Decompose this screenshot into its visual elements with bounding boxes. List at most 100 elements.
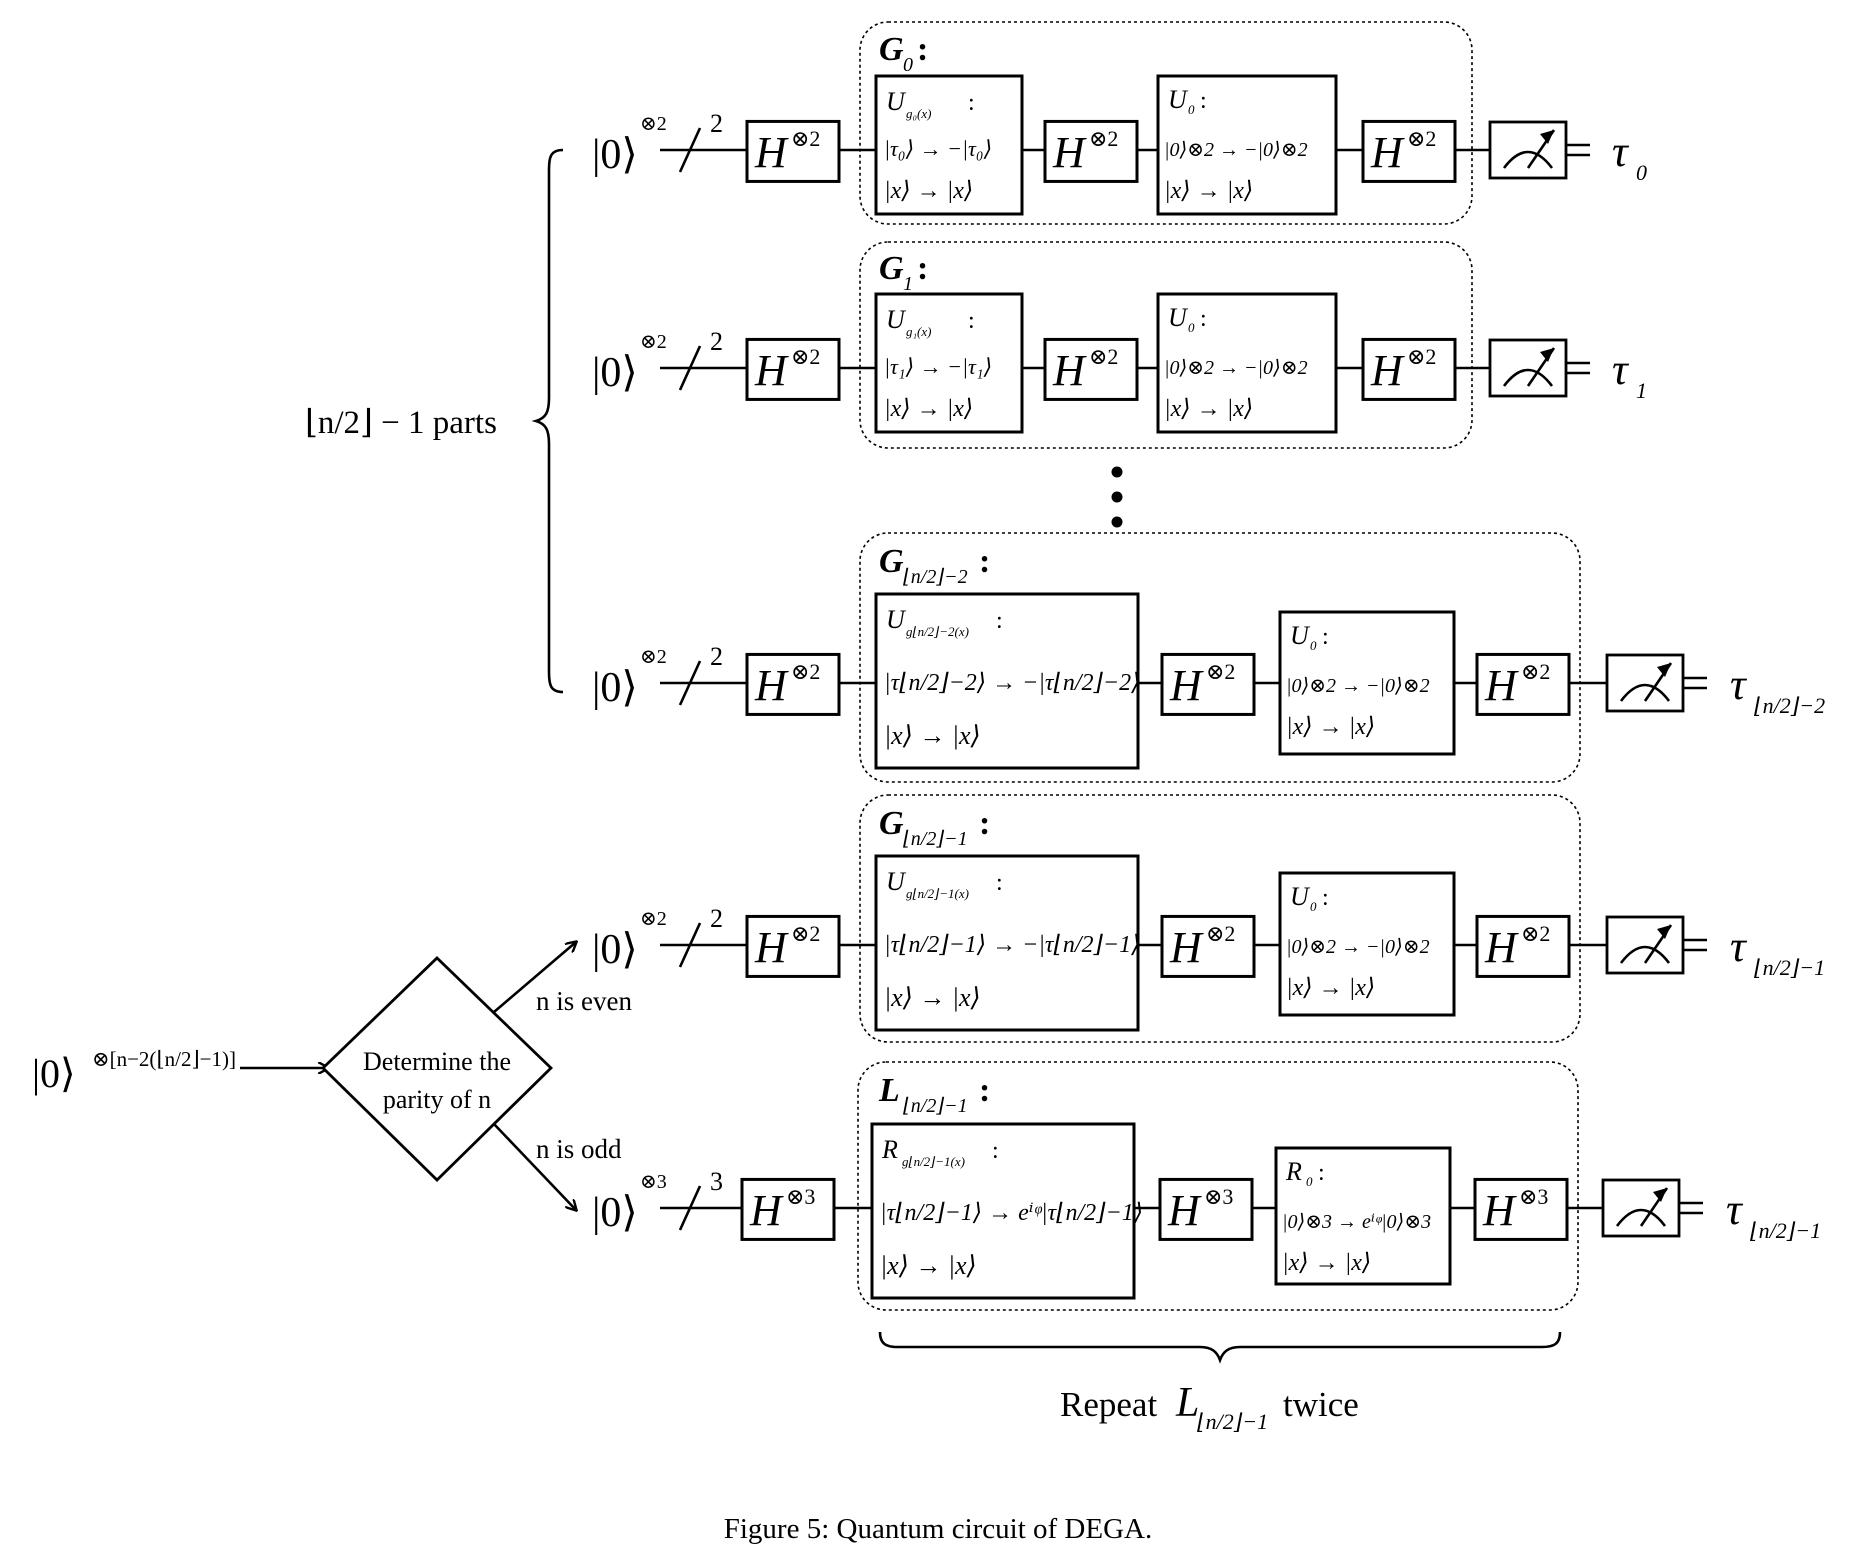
diffusion-box <box>1278 871 1456 1017</box>
hadamard-label: H <box>1052 346 1087 395</box>
oracle-symbol: U <box>886 87 907 116</box>
hadamard-label: H <box>754 661 789 710</box>
group-colon: : <box>979 543 990 580</box>
hadamard-label: H <box>749 1186 784 1235</box>
group-subscript: 0 <box>903 54 913 76</box>
oracle-colon: : <box>968 308 975 334</box>
gate-group-box <box>857 1061 1579 1311</box>
hadamard-label: H <box>754 923 789 972</box>
group-colon: : <box>917 31 928 68</box>
figure-caption: Figure 5: Quantum circuit of DEGA. <box>724 1513 1152 1545</box>
diffusion-subscript: 0 <box>1310 638 1317 653</box>
oracle-map-line1: |τ⌊n/2⌋−2⟩ → −|τ⌊n/2⌋−2⟩ <box>884 670 1140 696</box>
group-label: G <box>879 805 904 842</box>
oracle-colon: : <box>996 608 1003 634</box>
wire-bundle-slash <box>678 1185 702 1231</box>
hadamard-exponent: ⊗2 <box>1521 659 1550 684</box>
diffusion-map-line1: |0⟩⊗2 → −|0⟩⊗2 <box>1286 675 1430 697</box>
input-exponent: ⊗2 <box>640 113 667 135</box>
hadamard-exponent: ⊗2 <box>1521 921 1550 946</box>
oracle-subscript: g₁(x) <box>906 324 931 339</box>
hadamard-label: H <box>1370 128 1405 177</box>
parity-decision-line2: parity of n <box>383 1085 491 1114</box>
measurement-meter-icon <box>1488 120 1568 180</box>
diffusion-map-line2: |x⟩ → |x⟩ <box>1164 396 1253 422</box>
diffusion-box <box>1156 74 1338 216</box>
output-subscript: 0 <box>1636 160 1647 185</box>
input-exponent: ⊗2 <box>640 646 667 668</box>
oracle-map-line2: |x⟩ → |x⟩ <box>880 1251 977 1280</box>
input-ket: |0⟩ <box>592 1190 638 1236</box>
hadamard-label: H <box>1169 923 1204 972</box>
wire-bundle-slash <box>678 660 702 706</box>
input-ket: |0⟩ <box>592 132 638 178</box>
hadamard-gate-3 <box>1475 914 1571 978</box>
measurement-meter-icon <box>1601 1178 1681 1238</box>
diffusion-symbol: U <box>1290 882 1311 911</box>
diffusion-colon: : <box>1322 885 1329 911</box>
hadamard-exponent: ⊗2 <box>791 344 820 369</box>
hadamard-exponent: ⊗2 <box>791 921 820 946</box>
even-branch-label: n is even <box>536 986 632 1016</box>
output-subscript: 1 <box>1636 378 1647 403</box>
repeat-label: Repeat L ⌊n/2⌋−1 twice <box>1060 1380 1359 1434</box>
hadamard-gate-3 <box>1473 1177 1569 1241</box>
oracle-subscript: g⌊n/2⌋−1(x) <box>906 886 969 901</box>
oracle-colon: : <box>992 1138 999 1164</box>
oracle-map-line2: |x⟩ → |x⟩ <box>884 396 973 422</box>
diffusion-symbol: U <box>1168 303 1189 332</box>
output-tau: τ <box>1730 922 1748 971</box>
input-exponent: ⊗2 <box>640 908 667 930</box>
hadamard-label: H <box>754 128 789 177</box>
hadamard-label: H <box>754 346 789 395</box>
diffusion-map-line1: |0⟩⊗2 → −|0⟩⊗2 <box>1286 936 1430 958</box>
group-subscript: ⌊n/2⌋−2 <box>903 566 968 588</box>
parity-decision-line1: Determine the <box>363 1047 511 1076</box>
measurement-meter-icon <box>1488 338 1568 398</box>
diffusion-symbol: R <box>1285 1157 1302 1186</box>
svg-text:Repeat: Repeat <box>1060 1385 1157 1424</box>
gate-group-box <box>859 21 1473 225</box>
oracle-subscript: g⌊n/2⌋−2(x) <box>906 624 969 639</box>
oracle-symbol: U <box>886 605 907 634</box>
hadamard-exponent: ⊗3 <box>1519 1184 1548 1209</box>
oracle-map-line1: |τ⌊n/2⌋−1⟩ → −|τ⌊n/2⌋−1⟩ <box>884 932 1140 958</box>
hadamard-gate-3 <box>1361 337 1457 401</box>
input-exponent: ⊗3 <box>640 1171 667 1193</box>
gate-group-box <box>859 241 1473 449</box>
group-colon: : <box>979 1072 990 1109</box>
oracle-box <box>874 592 1140 770</box>
hadamard-gate-1 <box>745 652 841 716</box>
measurement-meter-icon <box>1605 915 1685 975</box>
oracle-symbol: R <box>881 1135 898 1164</box>
group-subscript: ⌊n/2⌋−1 <box>903 1095 968 1117</box>
hadamard-label: H <box>1167 1186 1202 1235</box>
rows-ellipsis <box>1111 466 1123 528</box>
hadamard-gate-3 <box>1475 652 1571 716</box>
oracle-map-line1: |τ₀⟩ → −|τ₀⟩ <box>884 136 992 161</box>
group-label: G <box>879 250 904 287</box>
diffusion-box <box>1274 1146 1452 1286</box>
group-label: G <box>879 543 904 580</box>
oracle-box <box>874 292 1024 434</box>
diffusion-map-line1: |0⟩⊗3 → eⁱᵠ|0⟩⊗3 <box>1282 1211 1431 1233</box>
output-subscript: ⌊n/2⌋−2 <box>1754 693 1825 718</box>
output-tau: τ <box>1612 127 1630 176</box>
svg-text:⌊n/2⌋−1: ⌊n/2⌋−1 <box>1197 1409 1268 1434</box>
diffusion-box <box>1156 292 1338 434</box>
group-label: G <box>879 31 904 68</box>
wire-count: 2 <box>710 904 723 933</box>
hadamard-exponent: ⊗3 <box>1204 1184 1233 1209</box>
input-ket: |0⟩ <box>592 350 638 396</box>
oracle-subscript: g⌊n/2⌋−1(x) <box>902 1154 965 1169</box>
diffusion-map-line2: |x⟩ → |x⟩ <box>1282 1250 1371 1276</box>
oracle-subscript: g₀(x) <box>906 106 931 121</box>
diffusion-map-line2: |x⟩ → |x⟩ <box>1286 714 1375 740</box>
gate-group-box <box>859 794 1581 1043</box>
